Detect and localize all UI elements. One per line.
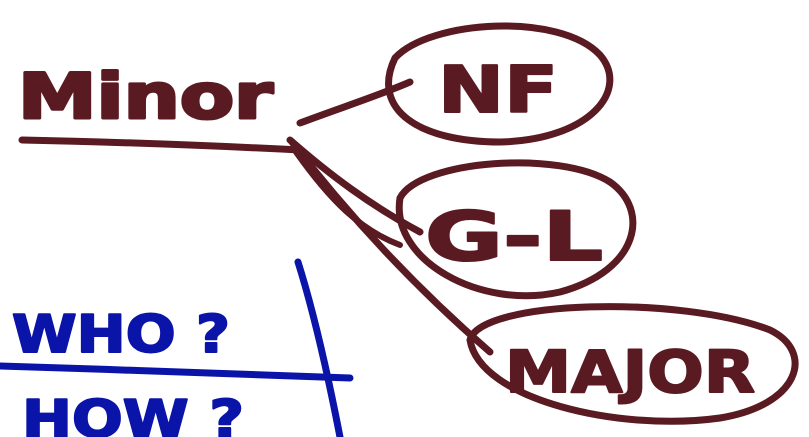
branch-major-ellipse bbox=[466, 303, 799, 425]
root-label: Minor bbox=[18, 60, 274, 133]
connector-nf bbox=[296, 78, 414, 127]
connector-major-lower bbox=[293, 149, 403, 248]
branch-nf-ellipse bbox=[385, 22, 614, 146]
branch-gl: G-L bbox=[395, 159, 637, 300]
who-how-table: WHO ? HOW ? bbox=[0, 258, 354, 437]
table-vertical-line bbox=[294, 258, 344, 437]
branch-gl-ellipse bbox=[395, 159, 637, 300]
connector-major-upper bbox=[288, 138, 494, 356]
root-node: Minor bbox=[17, 59, 304, 154]
branch-nf-label: NF bbox=[438, 54, 558, 128]
table-horizontal-line bbox=[0, 362, 354, 382]
table-row-how: HOW ? bbox=[22, 390, 244, 437]
table-row-who: WHO ? bbox=[12, 305, 230, 365]
branch-nf: NF bbox=[385, 22, 614, 146]
branch-major: MAJOR bbox=[466, 303, 799, 425]
root-underline bbox=[18, 136, 304, 154]
branch-gl-label: G-L bbox=[425, 198, 603, 277]
branch-major-label: MAJOR bbox=[505, 338, 755, 406]
